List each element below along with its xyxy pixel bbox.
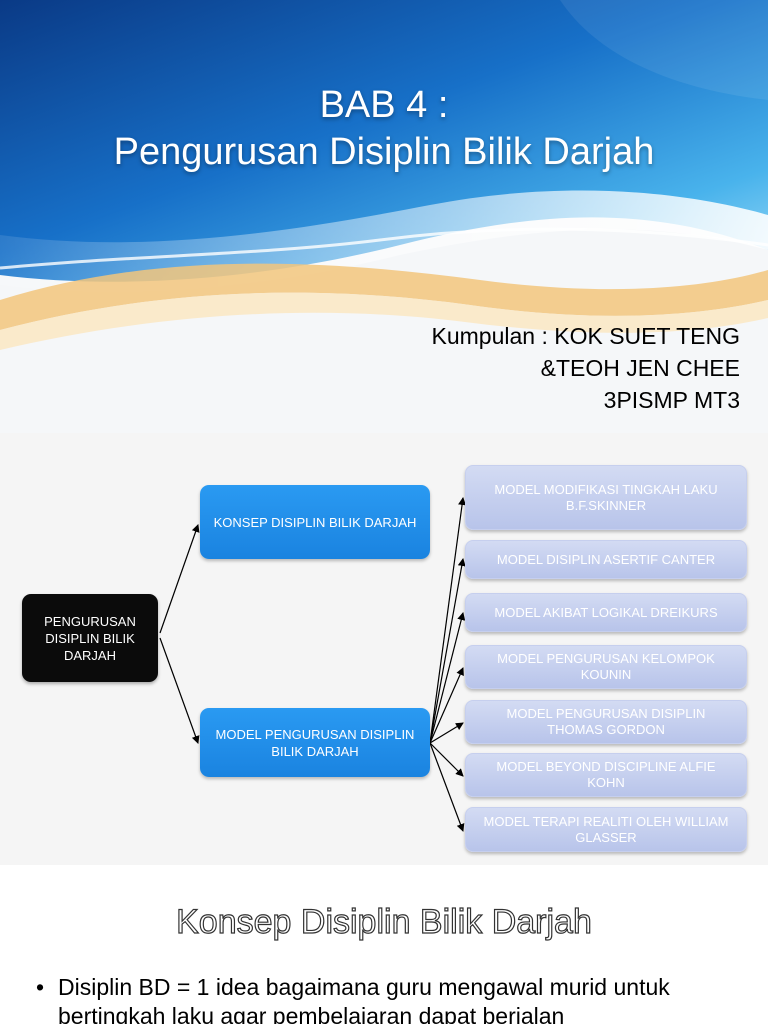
model-node-4: MODEL PENGURUSAN KELOMPOK KOUNIN [465, 645, 747, 689]
model-node-6: MODEL BEYOND DISCIPLINE ALFIE KOHN [465, 753, 747, 797]
authors-block: Kumpulan : KOK SUET TENG &TEOH JEN CHEE … [432, 320, 741, 416]
bullet-dot: • [36, 974, 45, 1000]
connector-model-3 [429, 612, 466, 744]
connector-model-2 [429, 558, 466, 744]
title-slide-background [0, 0, 768, 433]
concept-slide: Konsep Disiplin Bilik Darjah • Disiplin … [0, 865, 768, 1024]
concept-slide-title: Konsep Disiplin Bilik Darjah [176, 902, 593, 941]
connector-model-6 [429, 742, 464, 777]
slide-title: BAB 4 : Pengurusan Disiplin Bilik Darjah [0, 82, 768, 176]
authors-line-3: 3PISMP MT3 [603, 387, 740, 413]
slide-title-line-2: Pengurusan Disiplin Bilik Darjah [113, 131, 655, 173]
root-node: PENGURUSAN DISIPLIN BILIK DARJAH [22, 594, 158, 682]
connector-model-1 [429, 497, 467, 744]
concept-node: KONSEP DISIPLIN BILIK DARJAH [200, 485, 430, 559]
authors-line-2: &TEOH JEN CHEE [540, 355, 740, 381]
model-node-3: MODEL AKIBAT LOGIKAL DREIKURS [465, 593, 747, 632]
connector-model-7 [429, 742, 465, 832]
slide-title-line-1: BAB 4 : [319, 84, 449, 126]
connector-model-5 [429, 722, 464, 744]
model-node-5: MODEL PENGURUSAN DISIPLIN THOMAS GORDON [465, 700, 747, 744]
connector-root-to-models [159, 637, 200, 744]
model-node-1: MODEL MODIFIKASI TINGKAH LAKU B.F.SKINNE… [465, 465, 747, 530]
title-slide: BAB 4 : Pengurusan Disiplin Bilik Darjah… [0, 0, 768, 433]
model-node-7: MODEL TERAPI REALITI OLEH WILLIAM GLASSE… [465, 807, 747, 852]
bullet-item: • Disiplin BD = 1 idea bagaimana guru me… [36, 973, 736, 1024]
model-node-2: MODEL DISIPLIN ASERTIF CANTER [465, 540, 747, 579]
models-node: MODEL PENGURUSAN DISIPLIN BILIK DARJAH [200, 708, 430, 777]
authors-line-1: Kumpulan : KOK SUET TENG [431, 323, 741, 349]
diagram-connectors [159, 497, 467, 832]
bullet-text: Disiplin BD = 1 idea bagaimana guru meng… [58, 974, 670, 1024]
connector-root-to-concept [159, 524, 200, 634]
diagram-slide: PENGURUSAN DISIPLIN BILIK DARJAH KONSEP … [0, 433, 768, 865]
connector-model-4 [429, 667, 464, 744]
